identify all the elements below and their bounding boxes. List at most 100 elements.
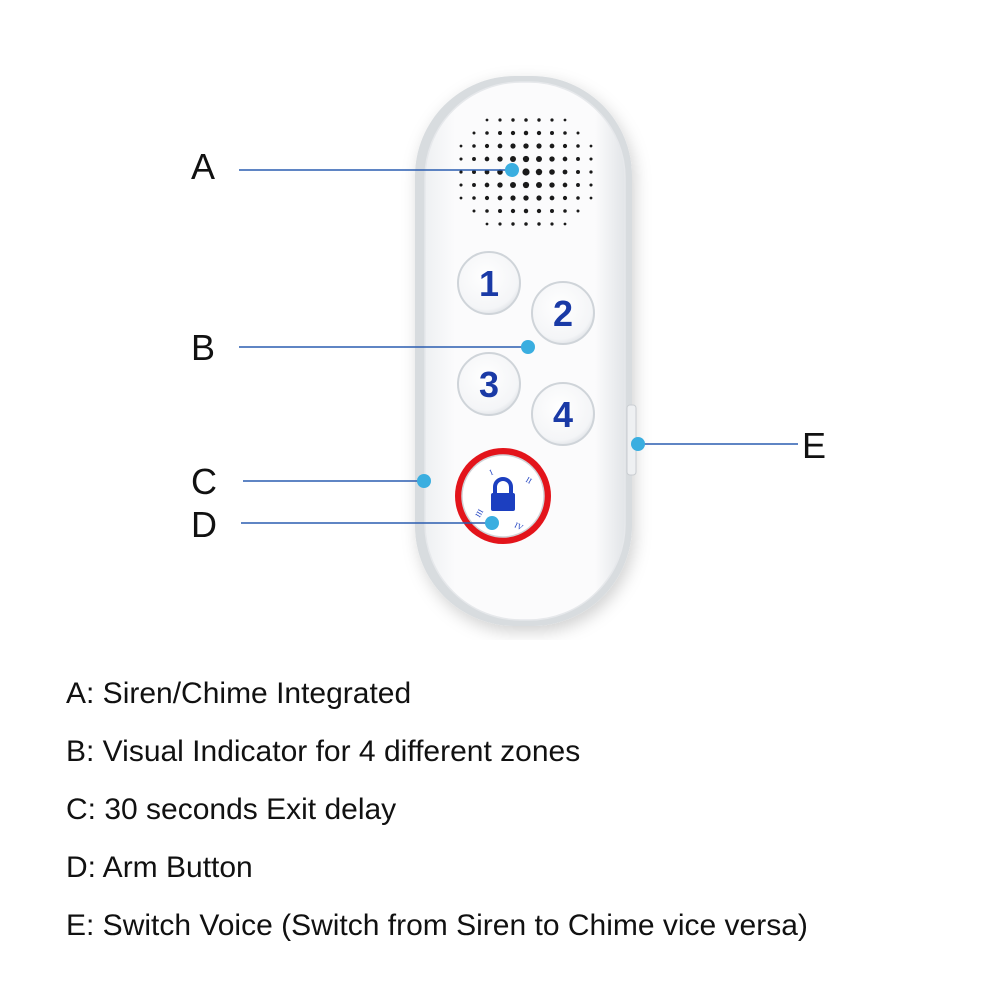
speaker-hole	[510, 182, 516, 188]
speaker-hole	[484, 195, 490, 201]
speaker-hole	[576, 183, 580, 187]
leader-dot-c	[417, 474, 431, 488]
speaker-hole	[562, 169, 568, 175]
speaker-hole	[550, 118, 554, 122]
leader-dot-d	[485, 516, 499, 530]
speaker-hole	[484, 156, 490, 162]
speaker-hole	[550, 209, 554, 213]
speaker-hole	[589, 196, 593, 200]
speaker-hole	[484, 182, 490, 188]
speaker-hole	[524, 222, 528, 226]
speaker-hole	[524, 118, 528, 122]
leader-dots	[417, 163, 645, 530]
speaker-hole	[459, 183, 463, 187]
callout-label-a: A	[191, 146, 216, 187]
speaker-hole	[549, 143, 555, 149]
speaker-hole	[523, 143, 529, 149]
speaker-hole	[485, 222, 489, 226]
legend-item-a: A: Siren/Chime Integrated	[66, 677, 412, 710]
zone-button-1-label: 1	[479, 263, 499, 304]
leader-dot-e	[631, 437, 645, 451]
speaker-hole	[510, 130, 516, 136]
speaker-hole	[563, 131, 567, 135]
speaker-hole	[550, 131, 554, 135]
speaker-hole	[459, 170, 463, 174]
speaker-hole	[563, 222, 567, 226]
legend-item-d: D: Arm Button	[66, 851, 253, 884]
speaker-hole	[537, 118, 541, 122]
arm-mark-4: IV	[513, 521, 525, 533]
speaker-hole	[459, 196, 463, 200]
callout-label-e: E	[802, 425, 827, 466]
speaker-hole	[536, 130, 542, 136]
arm-mark-3: III	[474, 507, 486, 519]
speaker-hole	[471, 169, 477, 175]
device-illustration: 1 2 3 4 I II III	[239, 76, 798, 626]
speaker-hole	[549, 195, 555, 201]
zone-button-1[interactable]: 1	[457, 251, 521, 315]
speaker-hole	[562, 156, 568, 162]
speaker-hole	[472, 131, 476, 135]
speaker-hole	[510, 208, 516, 214]
speaker-hole	[511, 222, 515, 226]
speaker-hole	[589, 157, 593, 161]
speaker-hole	[576, 196, 580, 200]
speaker-hole	[498, 222, 502, 226]
speaker-grille	[459, 118, 593, 226]
zone-button-4[interactable]: 4	[531, 382, 595, 446]
speaker-hole	[459, 157, 463, 161]
lock-icon	[491, 477, 515, 511]
speaker-hole	[497, 195, 503, 201]
zone-button-2-label: 2	[553, 293, 573, 334]
speaker-hole	[562, 182, 568, 188]
speaker-hole	[522, 155, 530, 163]
speaker-hole	[576, 144, 580, 148]
speaker-hole	[576, 209, 580, 213]
speaker-hole	[523, 208, 529, 214]
speaker-hole	[536, 143, 542, 149]
speaker-hole	[575, 169, 581, 175]
zone-button-3[interactable]: 3	[457, 352, 521, 416]
speaker-hole	[472, 196, 476, 200]
zone-button-2[interactable]: 2	[531, 281, 595, 345]
speaker-hole	[485, 131, 489, 135]
speaker-hole	[549, 169, 555, 175]
speaker-hole	[522, 168, 530, 176]
speaker-hole	[498, 131, 502, 135]
speaker-hole	[563, 209, 567, 213]
speaker-hole	[536, 208, 542, 214]
speaker-hole	[459, 144, 463, 148]
speaker-hole	[485, 209, 489, 213]
speaker-hole	[510, 143, 516, 149]
speaker-hole	[563, 118, 567, 122]
speaker-hole	[589, 170, 593, 174]
speaker-hole	[589, 144, 593, 148]
speaker-hole	[510, 156, 516, 162]
speaker-hole	[523, 130, 529, 136]
speaker-hole	[472, 144, 476, 148]
speaker-hole	[510, 195, 516, 201]
speaker-hole	[497, 156, 503, 162]
speaker-hole	[536, 195, 542, 201]
legend-item-e: E: Switch Voice (Switch from Siren to Ch…	[66, 909, 808, 942]
speaker-hole	[497, 143, 503, 149]
speaker-hole	[576, 131, 580, 135]
speaker-hole	[576, 157, 580, 161]
speaker-hole	[562, 195, 568, 201]
speaker-hole	[535, 168, 543, 176]
speaker-hole	[562, 143, 568, 149]
zone-buttons: 1 2 3 4	[457, 251, 595, 446]
speaker-hole	[472, 209, 476, 213]
zone-button-4-label: 4	[553, 394, 573, 435]
legend-item-b: B: Visual Indicator for 4 different zone…	[66, 735, 581, 768]
speaker-hole	[498, 209, 502, 213]
speaker-hole	[536, 156, 542, 162]
speaker-hole	[472, 183, 476, 187]
speaker-hole	[472, 157, 476, 161]
legend: A: Siren/Chime Integrated B: Visual Indi…	[66, 676, 808, 966]
speaker-hole	[497, 182, 503, 188]
arm-button[interactable]: I II III IV	[455, 448, 551, 544]
callout-label-b: B	[191, 327, 216, 368]
speaker-hole	[550, 222, 554, 226]
speaker-hole	[484, 143, 490, 149]
